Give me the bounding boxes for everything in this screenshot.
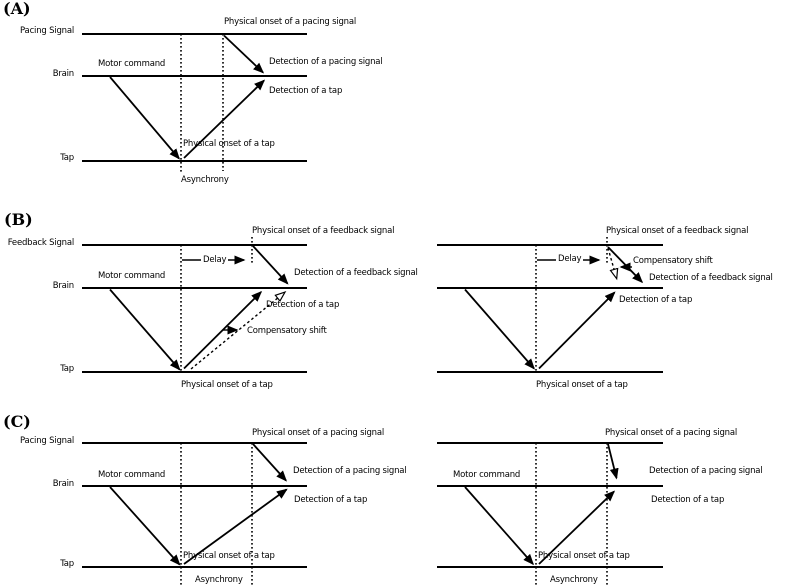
- label-physical-onset-tap-c-right: Physical onset of a tap: [538, 551, 630, 561]
- arrow-motor-command-b-left: [109, 288, 181, 371]
- arrow-motor-command-b-right: [464, 288, 535, 370]
- label-delay-b-left: Delay: [201, 255, 229, 265]
- label-motor-command-c-right: Motor command: [453, 470, 521, 480]
- arrow-detection-tap-c-right: [538, 490, 616, 565]
- row-label-pacing-signal-a: Pacing Signal: [20, 26, 74, 36]
- label-detection-tap-c-left: Detection of a tap: [294, 495, 368, 505]
- row-label-tap-b: Tap: [60, 364, 74, 374]
- label-detection-feedback-b-right: Detection of a feedback signal: [649, 273, 773, 283]
- label-physical-onset-tap-b-left: Physical onset of a tap: [181, 380, 273, 390]
- arrow-detection-pacing-c-right: [607, 443, 619, 480]
- panel-b-letter: (B): [4, 210, 33, 229]
- label-detection-pacing-a: Detection of a pacing signal: [269, 57, 383, 67]
- label-detection-tap-b-left: Detection of a tap: [266, 300, 340, 310]
- row-label-tap-c: Tap: [60, 559, 74, 569]
- label-compensatory-shift-b-right: Compensatory shift: [633, 256, 713, 266]
- arrow-detection-feedback-b-left: [252, 245, 289, 285]
- panel-a-strokes: [82, 33, 307, 173]
- arrow-detection-tap-b-left: [183, 290, 263, 370]
- arrow-detection-tap-b-right: [538, 291, 616, 370]
- arrow-detection-pacing-c-left: [252, 443, 288, 482]
- row-label-brain-a: Brain: [52, 69, 74, 79]
- label-motor-command-b-left: Motor command: [98, 271, 166, 281]
- label-detection-pacing-c-left: Detection of a pacing signal: [293, 466, 407, 476]
- panel-c-letter: (C): [3, 412, 31, 431]
- row-label-feedback-signal-b: Feedback Signal: [7, 238, 74, 248]
- label-physical-onset-feedback-b-left: Physical onset of a feedback signal: [252, 226, 395, 236]
- arrow-detection-pacing-a: [223, 34, 265, 74]
- label-asynchrony-c-left: Asynchrony: [195, 575, 243, 585]
- arrow-motor-command-c-left: [109, 486, 181, 566]
- label-physical-onset-pacing-c-left: Physical onset of a pacing signal: [252, 428, 385, 438]
- label-physical-onset-feedback-b-right: Physical onset of a feedback signal: [606, 226, 749, 236]
- arrow-compensatory-shift-b-left: [190, 293, 285, 370]
- row-label-brain-c: Brain: [52, 479, 74, 489]
- panel-a-letter: (A): [3, 0, 31, 18]
- row-label-tap-a: Tap: [60, 153, 74, 163]
- label-detection-pacing-c-right: Detection of a pacing signal: [649, 466, 763, 476]
- row-label-brain-b: Brain: [52, 281, 74, 291]
- label-asynchrony-c-right: Asynchrony: [550, 575, 598, 585]
- label-asynchrony-a: Asynchrony: [181, 175, 229, 185]
- label-motor-command-c-left: Motor command: [98, 470, 166, 480]
- panel-b-right-strokes: [437, 237, 663, 373]
- panel-c-right-strokes: [437, 442, 663, 585]
- label-compensatory-shift-b-left: Compensatory shift: [247, 326, 327, 336]
- arrow-motor-command-c-right: [464, 486, 534, 566]
- label-motor-command-a: Motor command: [98, 59, 166, 69]
- label-physical-onset-tap-b-right: Physical onset of a tap: [536, 380, 628, 390]
- label-physical-onset-pacing-a: Physical onset of a pacing signal: [224, 17, 357, 27]
- label-detection-feedback-b-left: Detection of a feedback signal: [294, 268, 418, 278]
- label-detection-tap-b-right: Detection of a tap: [619, 295, 693, 305]
- label-physical-onset-tap-c-left: Physical onset of a tap: [183, 551, 275, 561]
- arrow-motor-command-a: [109, 76, 180, 160]
- label-physical-onset-pacing-c-right: Physical onset of a pacing signal: [605, 428, 738, 438]
- panel-c-left-strokes: [82, 442, 307, 585]
- arrow-detection-tap-c-left: [183, 488, 288, 565]
- arrow-detection-tap-a: [183, 79, 266, 159]
- label-physical-onset-tap-a: Physical onset of a tap: [183, 139, 275, 149]
- row-label-pacing-signal-c: Pacing Signal: [20, 436, 74, 446]
- label-delay-b-right: Delay: [556, 254, 584, 264]
- label-detection-tap-c-right: Detection of a tap: [651, 495, 725, 505]
- label-detection-tap-a: Detection of a tap: [269, 86, 343, 96]
